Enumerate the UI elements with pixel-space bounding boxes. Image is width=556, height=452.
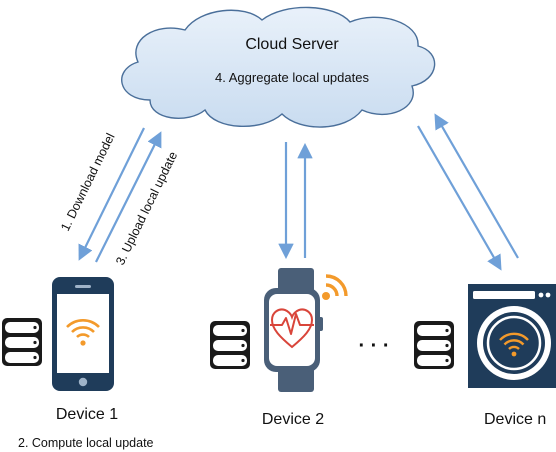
ellipsis: · · · (358, 335, 389, 357)
download-step-label: 1. Download model (58, 131, 117, 233)
aggregate-step-label: 4. Aggregate local updates (215, 70, 369, 85)
wifi-signal-icon (322, 274, 348, 300)
download-arrow-device-n (417, 125, 502, 271)
arrows-device-1 (78, 127, 162, 263)
arrows-device-2 (278, 142, 313, 260)
cloud-server: Cloud Server 4. Aggregate local updates (121, 6, 436, 128)
database-icon (414, 321, 454, 369)
smartphone-icon (52, 277, 114, 391)
download-arrow (78, 127, 145, 261)
upload-arrow (95, 131, 162, 263)
device-1-label: Device 1 (56, 406, 118, 423)
upload-arrow-device-n (434, 113, 519, 259)
compute-step-label: 2. Compute local update (18, 436, 154, 450)
wifi-icon (66, 319, 100, 346)
cloud-shape (121, 6, 436, 128)
smartwatch-icon (264, 268, 323, 392)
device-n-label: Device n (484, 411, 546, 428)
device-2-label: Device 2 (262, 411, 324, 428)
database-icon (210, 321, 250, 369)
wifi-icon (499, 332, 529, 357)
washing-machine-icon (468, 284, 556, 388)
heartbeat-icon (270, 308, 314, 349)
cloud-title: Cloud Server (245, 36, 339, 53)
arrows-device-n (417, 113, 519, 271)
database-icon (2, 318, 42, 366)
